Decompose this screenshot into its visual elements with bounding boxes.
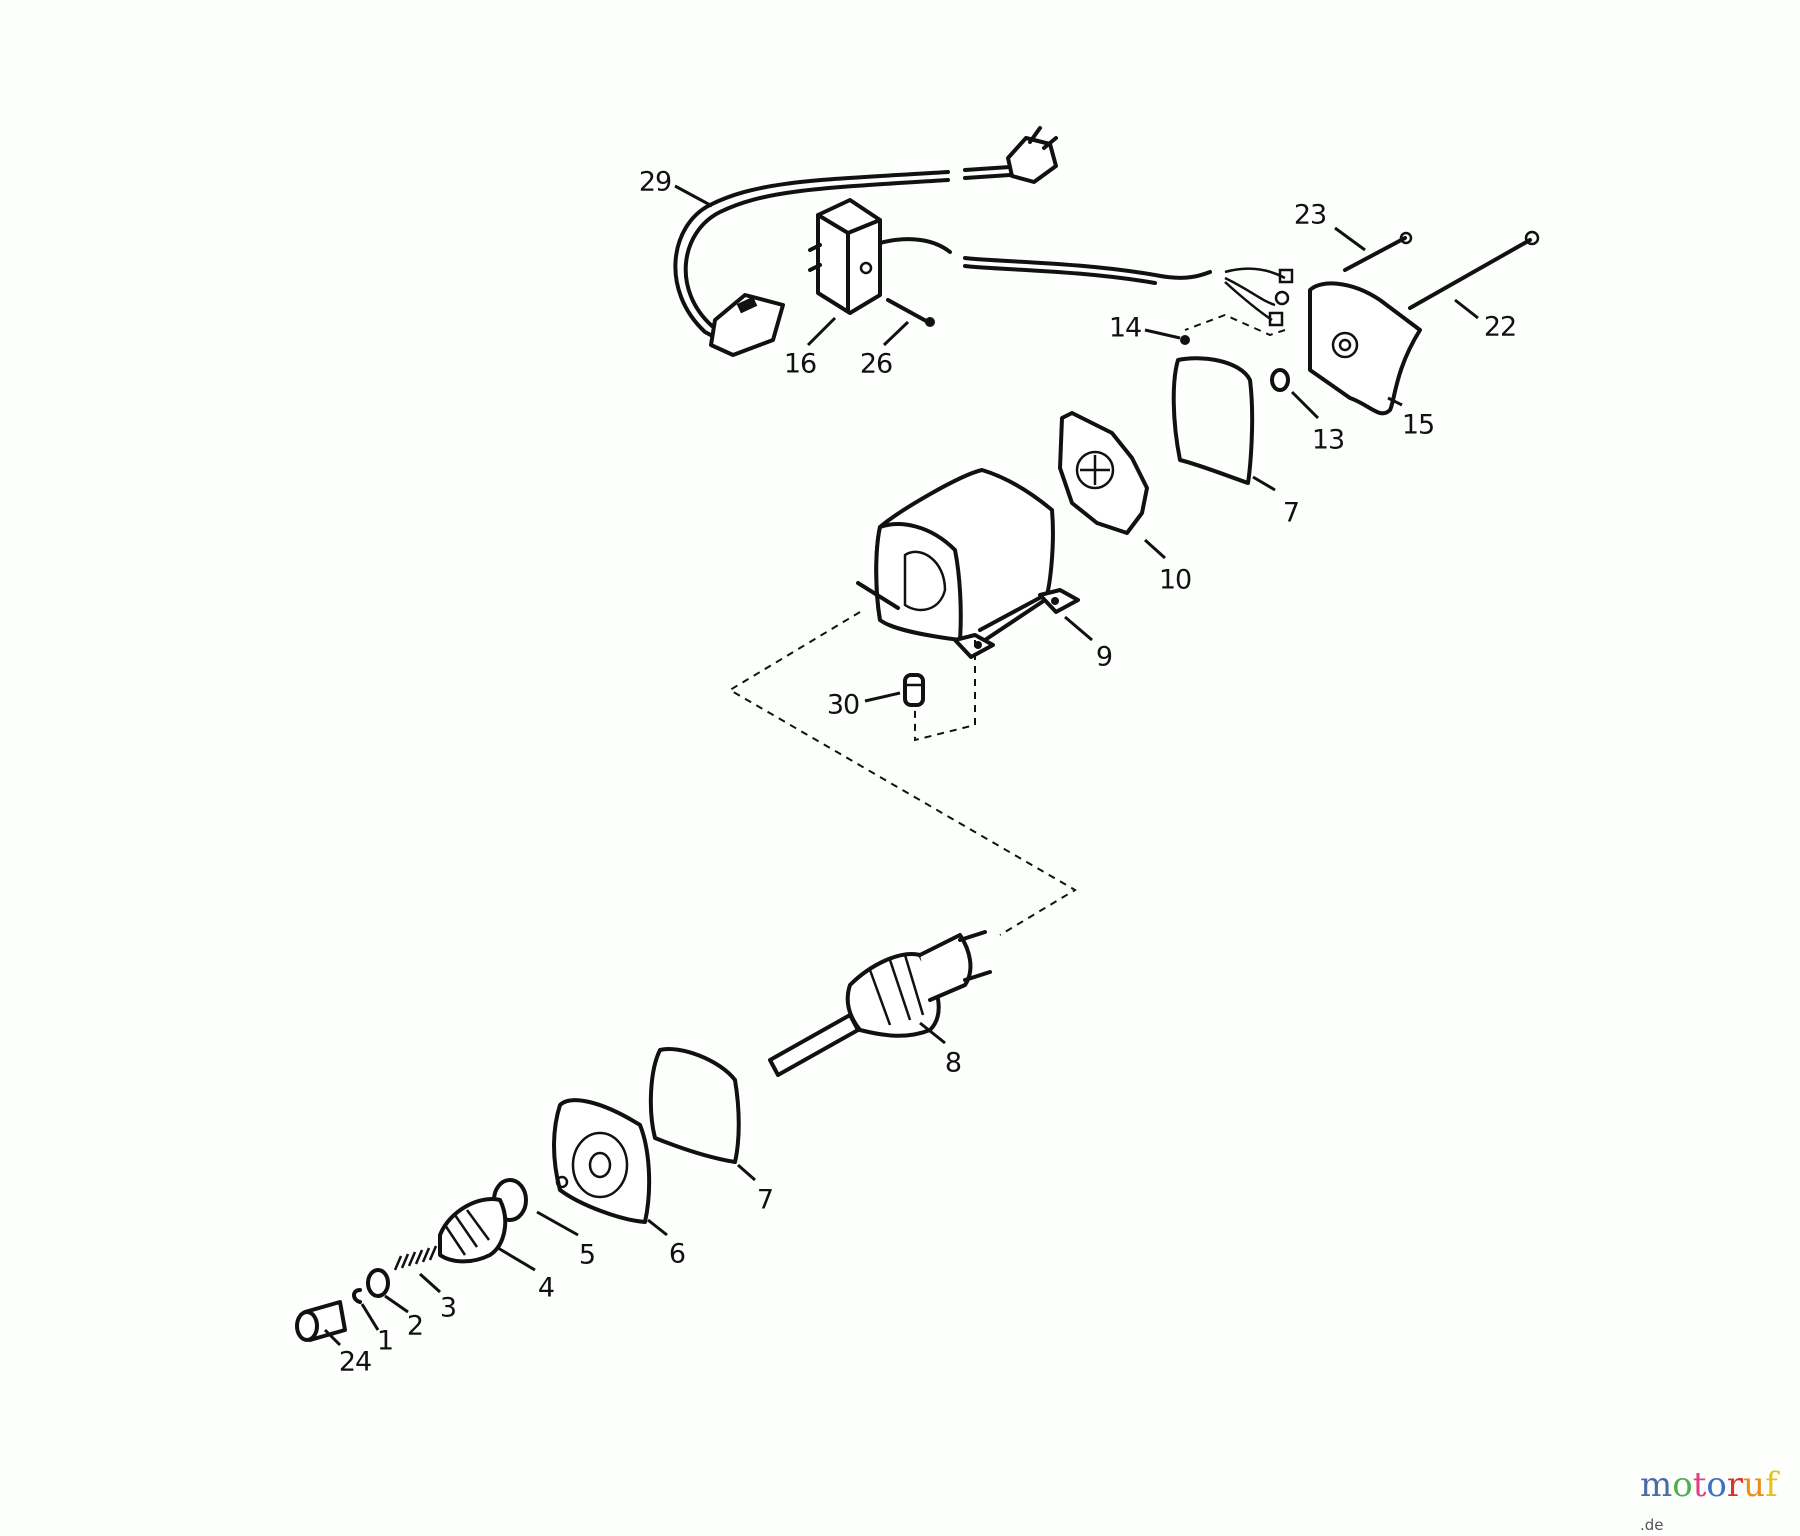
screw-14 <box>1180 335 1190 345</box>
part-label-5: 5 <box>578 1239 596 1271</box>
power-cord <box>673 126 1058 357</box>
through-bolts <box>1343 230 1540 310</box>
part-label-9: 9 <box>1095 641 1113 673</box>
wire-terminals <box>1224 267 1294 327</box>
part-label-6: 6 <box>668 1238 686 1270</box>
spring <box>393 1245 438 1271</box>
leader-lines <box>323 184 1479 1347</box>
logo-letter: f <box>1765 1465 1778 1505</box>
drive-end-plate <box>552 1098 652 1224</box>
part-label-4: 4 <box>537 1272 555 1304</box>
washer-13 <box>1270 368 1290 392</box>
logo-letter: m <box>1640 1465 1673 1505</box>
part-label-3: 3 <box>439 1292 457 1324</box>
drive-cap <box>295 1300 347 1342</box>
part-label-16: 16 <box>783 348 817 380</box>
logo-letter: o <box>1672 1465 1693 1505</box>
logo-letter: t <box>1692 1465 1707 1505</box>
part-label-24: 24 <box>338 1346 372 1378</box>
logo-tld: .de <box>1640 1516 1664 1534</box>
logo-letter: r <box>1726 1465 1744 1505</box>
part-label-15: 15 <box>1401 409 1435 441</box>
switch-box <box>808 198 1212 327</box>
motoruf-logo: motoruf .de <box>1640 1468 1800 1536</box>
part-label-29: 29 <box>638 166 672 198</box>
logo-letter: u <box>1743 1465 1766 1505</box>
retainer <box>366 1268 390 1298</box>
part-label-14: 14 <box>1108 312 1142 344</box>
part-label-23: 23 <box>1293 199 1327 231</box>
motor-housing <box>856 468 1080 659</box>
gasket-lower <box>648 1047 741 1164</box>
alignment-line <box>728 611 1077 936</box>
part-label-1: 1 <box>376 1325 394 1357</box>
logo-letter: o <box>1706 1465 1727 1505</box>
part-label-26: 26 <box>859 348 893 380</box>
pinion-gear <box>438 1197 508 1264</box>
part-label-13: 13 <box>1311 424 1345 456</box>
brush-plate <box>1058 411 1149 535</box>
part-label-7-upper: 7 <box>1282 497 1300 529</box>
part-label-22: 22 <box>1483 311 1517 343</box>
gasket-upper <box>1171 356 1255 485</box>
part-label-2: 2 <box>406 1310 424 1342</box>
part-label-7-lower: 7 <box>756 1184 774 1216</box>
snap-ring <box>352 1288 362 1304</box>
part-label-10: 10 <box>1158 564 1192 596</box>
part-label-8: 8 <box>944 1047 962 1079</box>
screw-30 <box>903 673 925 707</box>
part-label-30: 30 <box>826 689 860 721</box>
alignment-line-screw <box>914 640 976 742</box>
armature <box>768 930 992 1077</box>
end-cap <box>1184 281 1422 416</box>
